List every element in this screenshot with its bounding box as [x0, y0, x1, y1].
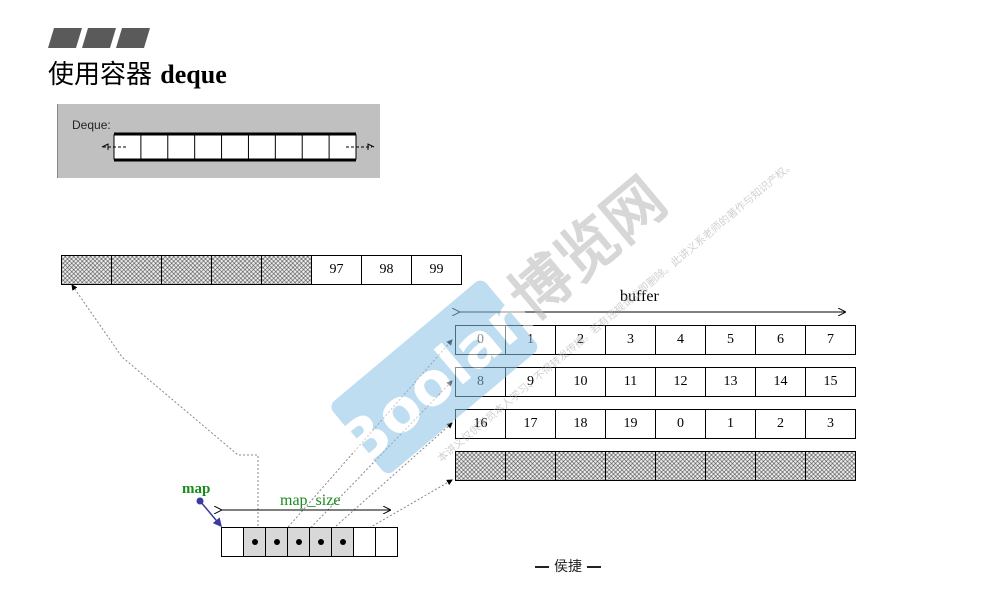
- hatched-cell: [211, 255, 262, 285]
- buffer-cell: 12: [655, 367, 706, 397]
- node-pointer-icon: [317, 539, 324, 545]
- buffer-cell: 2: [755, 409, 806, 439]
- buffer-cell: 99: [411, 255, 462, 285]
- hatched-cell: [505, 451, 556, 481]
- node-pointer-icon: [339, 539, 346, 545]
- hatched-cell: [755, 451, 806, 481]
- buffer-cell: 5: [705, 325, 756, 355]
- buffer-cell: 18: [555, 409, 606, 439]
- hatched-cell: [655, 451, 706, 481]
- map-array: [221, 527, 398, 557]
- buffer-cell: 2: [555, 325, 606, 355]
- buffer-cell: 8: [455, 367, 506, 397]
- deque-strip: [101, 132, 375, 162]
- deque-label: Deque:: [72, 118, 111, 132]
- map-node-used: [287, 527, 310, 557]
- buffer-cell: 3: [605, 325, 656, 355]
- buffer-cell: 16: [455, 409, 506, 439]
- buffer-cell: 19: [605, 409, 656, 439]
- buffer-cell: 6: [755, 325, 806, 355]
- buffer-cell: 17: [505, 409, 556, 439]
- deque-overview-panel: Deque:: [57, 104, 380, 178]
- buffer-cell: 0: [655, 409, 706, 439]
- buffer-cell: 14: [755, 367, 806, 397]
- author-credit: 侯捷: [530, 556, 606, 576]
- map-label: map: [182, 481, 211, 497]
- map-node-used: [243, 527, 266, 557]
- buffer-cell: 15: [805, 367, 856, 397]
- buffer-cell: 4: [655, 325, 706, 355]
- node-pointer-icon: [273, 539, 280, 545]
- buffer-cell: 11: [605, 367, 656, 397]
- buffer-cell: 0: [455, 325, 506, 355]
- map-node-used: [331, 527, 354, 557]
- map-node-empty: [353, 527, 376, 557]
- buffer-label: buffer: [620, 288, 659, 305]
- map-node-used: [309, 527, 332, 557]
- map-node-used: [265, 527, 288, 557]
- hatched-cell: [261, 255, 312, 285]
- node-pointer-icon: [251, 539, 258, 545]
- hatched-cell: [605, 451, 656, 481]
- map-size-label: map_size: [280, 492, 341, 509]
- header-decoration-icon: [48, 28, 150, 48]
- buffer-row: [455, 451, 856, 481]
- hatched-cell: [161, 255, 212, 285]
- hatched-cell: [455, 451, 506, 481]
- hatched-cell: [805, 451, 856, 481]
- buffer-cell: 10: [555, 367, 606, 397]
- hatched-cell: [111, 255, 162, 285]
- buffer-cell: 9: [505, 367, 556, 397]
- map-node-empty: [221, 527, 244, 557]
- buffer-cell: 97: [311, 255, 362, 285]
- node-pointer-icon: [295, 539, 302, 545]
- map-node-empty: [375, 527, 398, 557]
- buffer-cell: 13: [705, 367, 756, 397]
- hatched-cell: [61, 255, 112, 285]
- buffer-cell: 3: [805, 409, 856, 439]
- buffer-cell: 7: [805, 325, 856, 355]
- hatched-cell: [705, 451, 756, 481]
- page-title: 使用容器 deque: [48, 60, 227, 90]
- buffer-cell: 1: [505, 325, 556, 355]
- hatched-cell: [555, 451, 606, 481]
- buffer-cell: 98: [361, 255, 412, 285]
- buffer-cell: 1: [705, 409, 756, 439]
